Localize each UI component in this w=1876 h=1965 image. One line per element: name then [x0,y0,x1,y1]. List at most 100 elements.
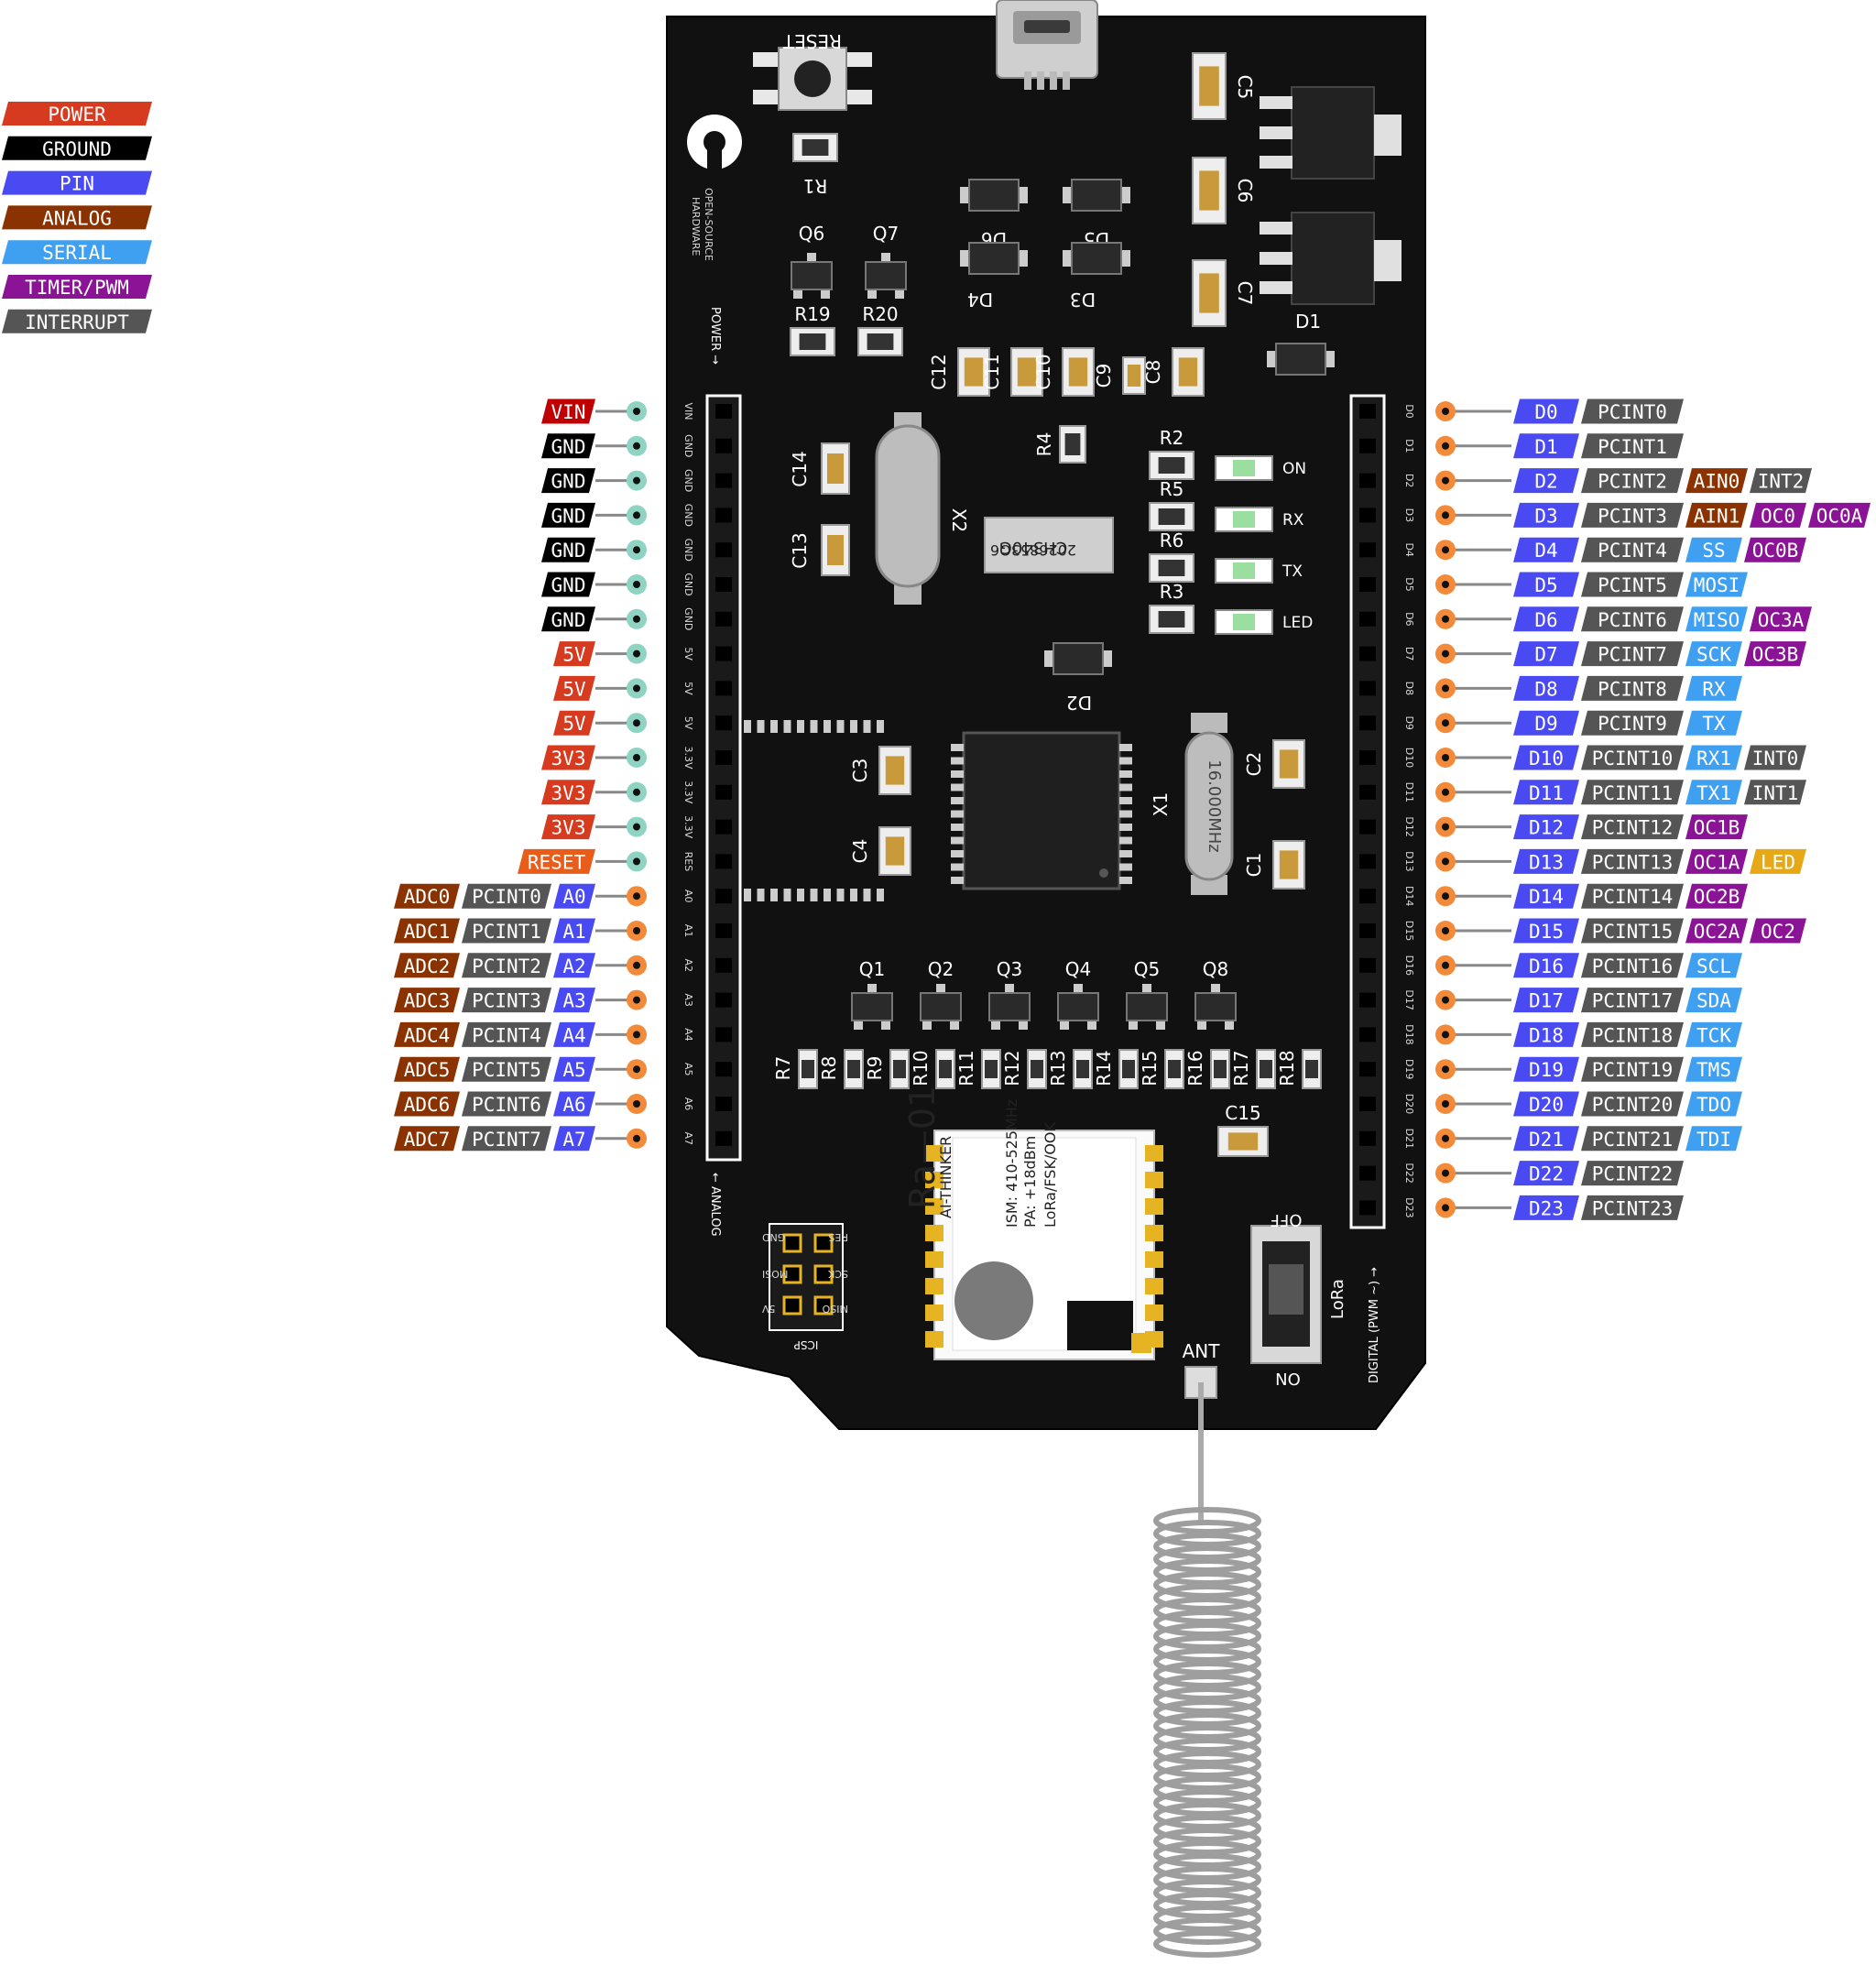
right-pin-tag-d19: D19 [1513,1056,1579,1082]
right-header-hole [1359,1165,1376,1181]
right-pin-tag-pcint17: PCINT17 [1581,988,1684,1013]
left-pin-dot-center [633,581,640,588]
right-pin-tag-rx-text: RX [1702,678,1726,700]
right-pin-tag-d1-text: D1 [1534,436,1557,458]
antenna-coil-turn [1153,1635,1261,1663]
left-pin-tag-3v3-text: 3V3 [551,748,586,770]
antenna-coil-turn [1153,1661,1261,1688]
left-pin-tag-3v3-bg [541,780,595,805]
mcu-pin [863,720,871,733]
left-pin-tag-gnd-text: GND [551,540,586,562]
right-pin-tag-pcint0: PCINT0 [1581,398,1684,424]
right-pin-tag-d18: D18 [1513,1021,1579,1047]
left-pin-dot-center [633,615,640,623]
usb-serial-chip [984,517,1114,573]
left-pin-tag-adc5-bg [394,1056,460,1082]
right-pin-dot-center [1442,650,1449,658]
lora-switch-off-label: OFF [1271,1210,1303,1229]
reset-button[interactable] [753,47,872,111]
left-pin-tag-gnd: GND [541,433,595,459]
board: RESET OPEN-SOURCE HARDWARE POWER → ← ANA… [666,0,1426,1958]
right-pin-tag-pcint17-text: PCINT17 [1592,990,1674,1012]
component-label-c9: C9 [1093,364,1115,388]
right-pin-tag-d23-text: D23 [1529,1197,1564,1219]
component-label-r12: R12 [1001,1050,1023,1086]
left-pin-tag-gnd: GND [541,537,595,562]
left-header-hole [715,438,732,453]
left-board-label: A6 [682,1097,694,1111]
right-pin-dot-center [1442,581,1449,588]
component-label-c4: C4 [849,839,871,864]
antenna-coil-turn [1153,1558,1261,1586]
lora-pad [925,1225,943,1241]
right-pin-tag-tdi-text: TDI [1696,1129,1731,1151]
right-pin-tag-d5: D5 [1513,572,1579,597]
icsp-pin-label-miso: MISO [822,1303,848,1315]
component-r20-body [867,333,894,350]
right-pin-tag-pcint3: PCINT3 [1581,502,1684,528]
mcu-pin [951,836,964,845]
left-pin-tag-3v3-text: 3V3 [551,817,586,839]
component-d1 [1275,343,1326,376]
right-board-label: D6 [1403,612,1415,626]
mcu-pin [823,889,831,901]
right-pin-tag-oc2a-bg [1685,918,1748,944]
left-board-label: RES [682,852,694,872]
component-q7-lead [895,288,904,299]
left-pin-tag-adc4-text: ADC4 [404,1024,451,1046]
right-header-hole [1359,819,1376,835]
component-q6 [791,261,833,290]
legend-analog: ANALOG [2,205,152,230]
right-pin-tag-pcint5: PCINT5 [1581,572,1684,597]
right-pin-tag-rx1-text: RX1 [1696,748,1731,770]
right-pin-tag-d10-text: D10 [1529,748,1564,770]
mcu-pin [850,720,857,733]
component-r17-body [1260,1060,1272,1078]
component-label-q6: Q6 [799,223,824,245]
component-r12-body [1031,1060,1043,1078]
component-r4-body [1064,433,1081,455]
component-d2 [1053,642,1104,675]
lora-switch[interactable] [1250,1225,1322,1364]
antenna-coil-turn [1153,1597,1261,1624]
right-board-label: D21 [1403,1129,1415,1149]
right-board-label: D5 [1403,577,1415,591]
legend-analog-bg [2,205,152,230]
left-pin-tag-adc2-text: ADC2 [404,955,451,977]
right-pin-tag-tx-text: TX [1702,713,1726,735]
component-r6-body [1158,560,1185,576]
right-pin-tag-ain1-bg [1685,502,1748,528]
antenna-coil-turn [1153,1545,1261,1573]
right-pin-tag-d15: D15 [1513,918,1579,944]
left-pin-tag-adc3-bg [394,988,460,1013]
component-label-r7: R7 [772,1056,794,1081]
component-label-r6: R6 [1160,529,1184,551]
right-pin-tag-pcint11: PCINT11 [1581,780,1684,805]
component-q8-lead [1197,1019,1206,1030]
antenna-coil-turn [1153,1853,1261,1881]
right-header-hole [1359,438,1376,453]
antenna-coil-turn [1153,1725,1261,1752]
component-q7 [865,261,907,290]
right-pin-tag-d11-text: D11 [1529,782,1564,804]
antenna-coil-turn [1153,1751,1261,1778]
right-pin-tag-oc1a-bg [1685,848,1748,874]
right-pin-dot-center [1442,1100,1449,1108]
right-pin-tag-pcint16-bg [1581,953,1684,978]
left-pin-tag-a4: A4 [553,1021,595,1047]
right-pin-tag-d1-bg [1513,433,1579,459]
right-pin-tag-tx1-text: TX1 [1696,782,1731,804]
mcu-pin [863,889,871,901]
antenna-coil-turn [1153,1866,1261,1894]
legend-interrupt-text: INTERRUPT [25,311,129,333]
right-pin-dot-center [1442,754,1449,761]
component-label-c10: C10 [1032,354,1054,389]
left-pin-dot-center [633,754,640,761]
left-pin-tag-pcint4: PCINT4 [462,1021,551,1047]
status-led-label-on: ON [1282,460,1306,478]
right-header-hole [1359,508,1376,523]
right-header-hole [1359,992,1376,1008]
component-q4 [1057,992,1099,1021]
component-q3-lead [991,1019,1000,1030]
component-label-d3: D3 [1070,289,1096,311]
